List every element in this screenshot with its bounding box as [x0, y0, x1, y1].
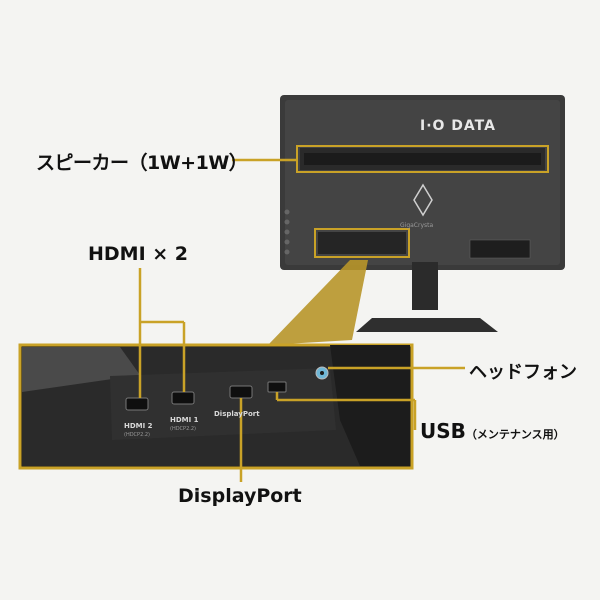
monitor-port-area	[318, 232, 406, 254]
rating-label	[469, 239, 531, 259]
speaker-grille-inner	[304, 153, 541, 165]
speaker-label: スピーカー（1W+1W）	[36, 152, 248, 174]
hdmi1-port-label: HDMI 1	[170, 416, 199, 424]
stand-base	[356, 318, 498, 332]
hdmi1-port	[171, 391, 195, 405]
hdmi2-port-sublabel: (HDCP2.2)	[124, 432, 150, 438]
hdmi1-port-sublabel: (HDCP2.2)	[170, 426, 196, 432]
port-area-highlight	[314, 228, 410, 258]
hdmi-label: HDMI × 2	[88, 243, 189, 265]
usb-port	[267, 381, 287, 393]
usb-label-main: USB	[420, 419, 466, 443]
displayport-port-label: DisplayPort	[214, 410, 260, 418]
zoom-shade-right	[330, 345, 410, 466]
displayport-label: DisplayPort	[178, 485, 302, 507]
displayport-port	[229, 385, 253, 399]
usb-label-note: （メンテナンス用）	[465, 428, 565, 441]
logo-icon	[413, 183, 433, 217]
stand-neck	[412, 262, 438, 310]
brand-logo: I·O DATA	[420, 118, 496, 134]
monitor-back-panel	[285, 100, 560, 265]
hdmi2-port	[125, 397, 149, 411]
zoom-shade-left	[22, 347, 140, 392]
subbrand-logo: GigaCrysta	[400, 222, 434, 229]
callout-lines	[138, 158, 465, 482]
hdmi2-port-label: HDMI 2	[124, 422, 153, 430]
headphone-jack-hole	[320, 371, 324, 375]
headphone-label: ヘッドフォン	[469, 362, 577, 383]
side-buttons	[284, 209, 290, 255]
usb-label: USB（メンテナンス用）	[420, 419, 565, 443]
zoom-triangle	[268, 260, 368, 345]
